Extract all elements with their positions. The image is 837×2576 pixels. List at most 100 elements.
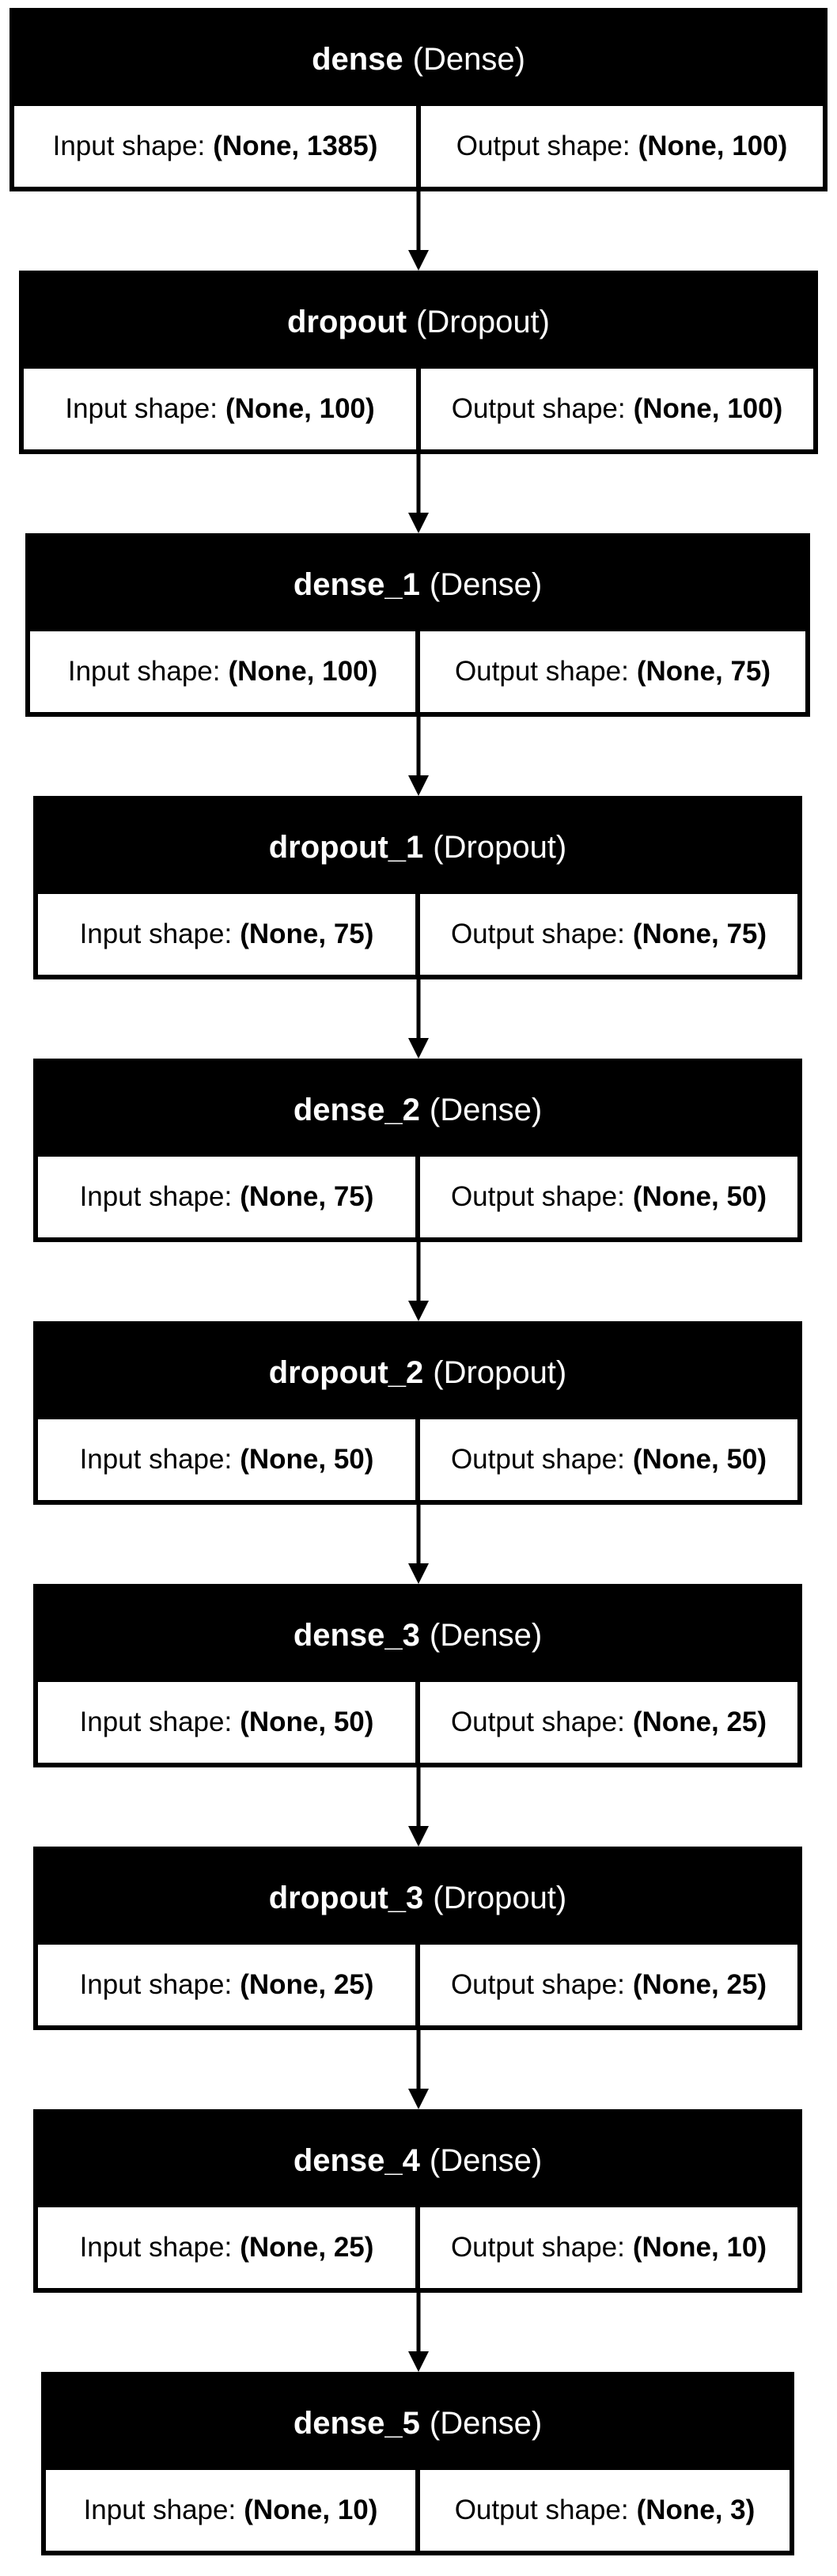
arrowhead-icon: [408, 2351, 429, 2372]
layer-name: dense_2: [293, 1092, 420, 1127]
layer-header: dropout (Dropout): [24, 275, 813, 369]
layer-node-dense-4: dense_4 (Dense) Input shape: (None, 25) …: [33, 2109, 802, 2293]
layer-header: dense_4 (Dense): [38, 2114, 797, 2207]
output-shape-label: Output shape:: [456, 131, 631, 161]
layer-shapes: Input shape: (None, 25) Output shape: (N…: [38, 1945, 797, 2025]
output-shape-label: Output shape:: [450, 2232, 625, 2263]
layer-name: dense_1: [293, 566, 420, 602]
input-shape-value: (None, 50): [240, 1444, 374, 1475]
output-shape-cell: Output shape: (None, 75): [415, 894, 797, 975]
layer-name: dropout_2: [268, 1354, 424, 1390]
layer-node-dropout-3: dropout_3 (Dropout) Input shape: (None, …: [33, 1847, 802, 2030]
input-shape-cell: Input shape: (None, 100): [24, 369, 416, 449]
output-shape-value: (None, 50): [632, 1444, 767, 1475]
output-shape-label: Output shape:: [450, 1444, 625, 1475]
arrowhead-icon: [408, 1038, 429, 1059]
layer-node-dropout-1: dropout_1 (Dropout) Input shape: (None, …: [33, 796, 802, 979]
layer-header: dense_1 (Dense): [30, 538, 805, 631]
input-shape-cell: Input shape: (None, 75): [38, 1157, 415, 1237]
output-shape-value: (None, 10): [632, 2232, 767, 2263]
output-shape-cell: Output shape: (None, 100): [416, 106, 823, 187]
input-shape-label: Input shape:: [65, 393, 218, 424]
input-shape-label: Input shape:: [79, 1707, 233, 1737]
layer-shapes: Input shape: (None, 25) Output shape: (N…: [38, 2207, 797, 2288]
layer-header: dropout_3 (Dropout): [38, 1851, 797, 1945]
input-shape-value: (None, 75): [240, 919, 374, 949]
layer-header: dense (Dense): [14, 13, 823, 106]
input-shape-value: (None, 1385): [213, 131, 378, 161]
output-shape-value: (None, 75): [632, 919, 767, 949]
input-shape-cell: Input shape: (None, 100): [30, 631, 415, 712]
layer-type: (Dense): [412, 41, 525, 77]
arrowhead-icon: [408, 513, 429, 533]
layer-shapes: Input shape: (None, 75) Output shape: (N…: [38, 894, 797, 975]
output-shape-cell: Output shape: (None, 25): [415, 1682, 797, 1763]
layer-type: (Dense): [429, 1617, 543, 1653]
layer-shapes: Input shape: (None, 75) Output shape: (N…: [38, 1157, 797, 1237]
layer-header: dropout_1 (Dropout): [38, 801, 797, 894]
output-shape-value: (None, 50): [632, 1181, 767, 1212]
input-shape-cell: Input shape: (None, 1385): [14, 106, 416, 187]
layer-type: (Dense): [429, 1092, 543, 1127]
input-shape-value: (None, 100): [225, 393, 375, 424]
layer-name: dense: [312, 41, 403, 77]
layer-node-dropout-2: dropout_2 (Dropout) Input shape: (None, …: [33, 1321, 802, 1505]
layer-shapes: Input shape: (None, 50) Output shape: (N…: [38, 1682, 797, 1763]
input-shape-label: Input shape:: [52, 131, 206, 161]
layer-header: dropout_2 (Dropout): [38, 1326, 797, 1419]
layer-node-dense: dense (Dense) Input shape: (None, 1385) …: [9, 8, 828, 191]
arrowhead-icon: [408, 1826, 429, 1847]
layer-node-dropout: dropout (Dropout) Input shape: (None, 10…: [19, 271, 818, 454]
input-shape-cell: Input shape: (None, 25): [38, 2207, 415, 2288]
layer-header: dense_3 (Dense): [38, 1589, 797, 1682]
output-shape-label: Output shape:: [450, 1707, 625, 1737]
input-shape-label: Input shape:: [67, 656, 221, 687]
layer-name: dense_4: [293, 2142, 420, 2178]
input-shape-label: Input shape:: [79, 1969, 233, 2000]
layer-node-dense-3: dense_3 (Dense) Input shape: (None, 50) …: [33, 1584, 802, 1767]
input-shape-cell: Input shape: (None, 25): [38, 1945, 415, 2025]
layer-name: dense_3: [293, 1617, 420, 1653]
input-shape-cell: Input shape: (None, 75): [38, 894, 415, 975]
output-shape-value: (None, 3): [636, 2495, 756, 2525]
output-shape-cell: Output shape: (None, 100): [416, 369, 813, 449]
layer-type: (Dropout): [416, 304, 550, 339]
layer-type: (Dropout): [433, 1880, 567, 1915]
output-shape-cell: Output shape: (None, 75): [415, 631, 805, 712]
output-shape-value: (None, 25): [632, 1707, 767, 1737]
layer-node-dense-5: dense_5 (Dense) Input shape: (None, 10) …: [41, 2372, 794, 2555]
layer-shapes: Input shape: (None, 100) Output shape: (…: [24, 369, 813, 449]
arrowhead-icon: [408, 775, 429, 796]
layer-shapes: Input shape: (None, 10) Output shape: (N…: [46, 2470, 790, 2551]
output-shape-cell: Output shape: (None, 3): [415, 2470, 790, 2551]
input-shape-label: Input shape:: [83, 2495, 237, 2525]
layer-name: dense_5: [293, 2405, 420, 2441]
arrowhead-icon: [408, 2089, 429, 2109]
layer-shapes: Input shape: (None, 100) Output shape: (…: [30, 631, 805, 712]
output-shape-label: Output shape:: [454, 656, 629, 687]
output-shape-label: Output shape:: [454, 2495, 629, 2525]
input-shape-value: (None, 10): [244, 2495, 378, 2525]
output-shape-value: (None, 75): [636, 656, 771, 687]
output-shape-value: (None, 100): [638, 131, 788, 161]
input-shape-cell: Input shape: (None, 50): [38, 1419, 415, 1500]
arrowhead-icon: [408, 1301, 429, 1321]
layer-type: (Dense): [429, 2405, 543, 2441]
layer-type: (Dropout): [433, 829, 567, 865]
input-shape-label: Input shape:: [79, 919, 233, 949]
input-shape-label: Input shape:: [79, 1181, 233, 1212]
layer-type: (Dense): [429, 2142, 543, 2178]
input-shape-value: (None, 50): [240, 1707, 374, 1737]
output-shape-cell: Output shape: (None, 50): [415, 1419, 797, 1500]
input-shape-cell: Input shape: (None, 50): [38, 1682, 415, 1763]
layer-name: dropout_1: [268, 829, 424, 865]
input-shape-label: Input shape:: [79, 1444, 233, 1475]
arrowhead-icon: [408, 250, 429, 271]
output-shape-label: Output shape:: [450, 919, 625, 949]
layer-name: dropout: [286, 304, 407, 339]
arrowhead-icon: [408, 1563, 429, 1584]
layer-shapes: Input shape: (None, 50) Output shape: (N…: [38, 1419, 797, 1500]
layer-header: dense_2 (Dense): [38, 1063, 797, 1157]
